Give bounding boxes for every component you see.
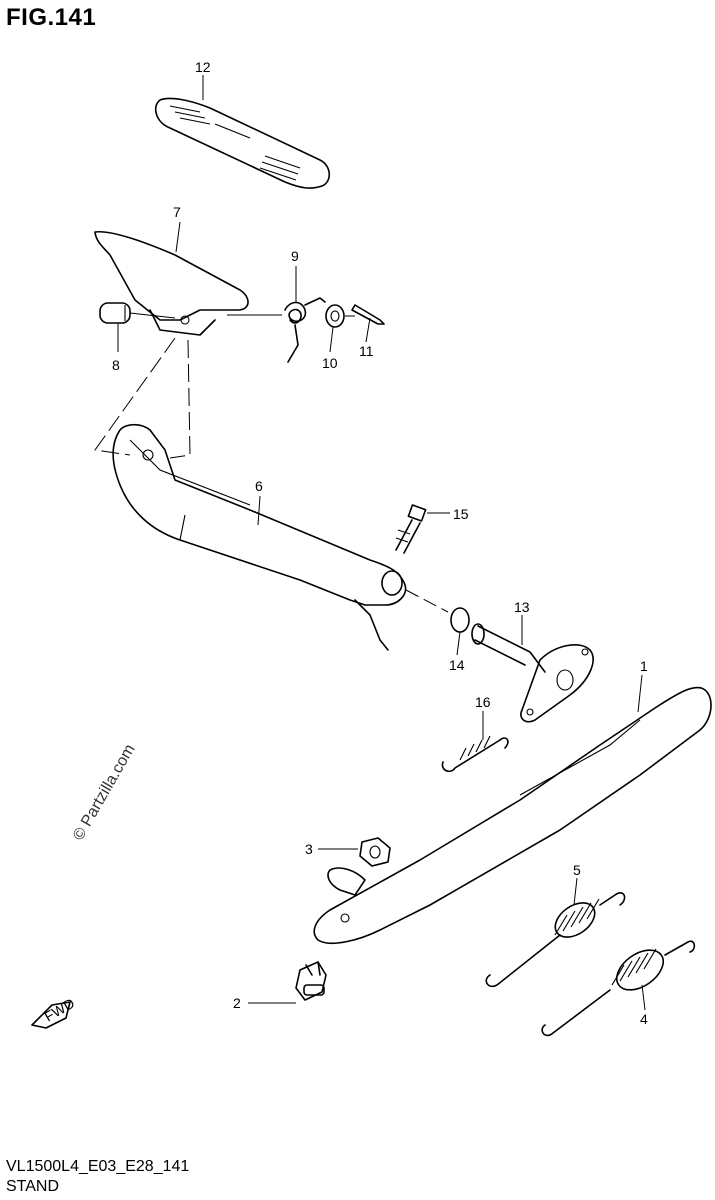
callout-1: 1 xyxy=(640,658,648,674)
callout-4: 4 xyxy=(640,1011,648,1027)
fwd-arrow-icon: FWD xyxy=(31,995,78,1029)
part-8-pin[interactable] xyxy=(99,302,131,324)
part-4-spring[interactable] xyxy=(541,940,696,1037)
callout-5: 5 xyxy=(573,862,581,878)
callout-12: 12 xyxy=(195,59,211,75)
figure-code: VL1500L4_E03_E28_141 xyxy=(6,1158,190,1175)
part-1-side-stand[interactable] xyxy=(313,686,712,944)
callout-6: 6 xyxy=(255,478,263,494)
part-16-spring[interactable] xyxy=(441,735,509,773)
callout-2: 2 xyxy=(233,995,241,1011)
callout-13: 13 xyxy=(514,599,530,615)
callout-11: 11 xyxy=(359,343,374,359)
part-9-spring[interactable] xyxy=(284,297,326,363)
callout-14: 14 xyxy=(449,657,465,673)
part-13-shaft[interactable] xyxy=(471,623,594,723)
part-10-washer[interactable] xyxy=(325,304,345,328)
callout-10: 10 xyxy=(322,355,338,371)
callout-9: 9 xyxy=(291,248,299,264)
fwd-label: FWD xyxy=(42,995,78,1025)
part-12-footrest-rubber[interactable] xyxy=(154,97,331,189)
callout-7: 7 xyxy=(173,204,181,220)
callout-8: 8 xyxy=(112,357,120,373)
part-15-bolt[interactable] xyxy=(395,504,427,554)
part-14-circlip[interactable] xyxy=(450,607,470,633)
part-2-bolt[interactable] xyxy=(295,961,327,1001)
part-6-bracket-arm[interactable] xyxy=(112,423,407,651)
figure-title: FIG.141 xyxy=(6,4,97,31)
part-3-nut[interactable] xyxy=(359,837,391,867)
leader-lines xyxy=(94,75,646,1011)
part-11-cotter-pin[interactable] xyxy=(351,304,385,325)
callout-15: 15 xyxy=(453,506,469,522)
figure-name: STAND xyxy=(6,1178,60,1195)
part-5-spring[interactable] xyxy=(485,892,626,988)
part-7-footrest-bracket[interactable] xyxy=(94,230,249,336)
callout-16: 16 xyxy=(475,694,491,710)
callout-3: 3 xyxy=(305,841,313,857)
